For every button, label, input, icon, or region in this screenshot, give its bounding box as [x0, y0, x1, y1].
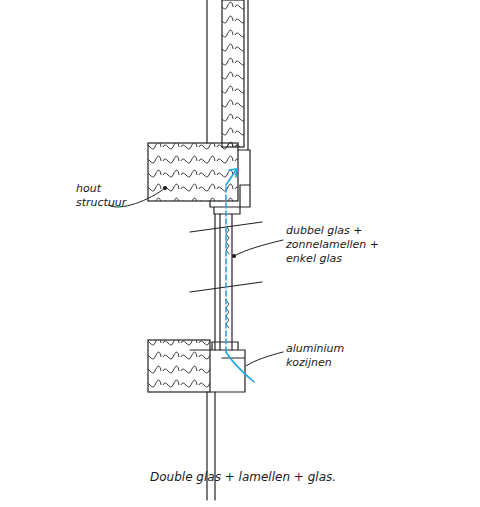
airflow-line — [225, 185, 227, 352]
wall-insulation — [222, 0, 244, 147]
aluminium-frame — [210, 150, 250, 214]
wall-line — [206, 0, 207, 143]
callout-label: hout structuur — [76, 182, 146, 210]
airflow-line — [226, 352, 254, 382]
glass-pane — [214, 214, 215, 350]
leader-dot — [233, 255, 236, 258]
callout-label: aluminium kozijnen — [286, 342, 376, 370]
glass-pane — [219, 214, 220, 350]
timber-beam — [148, 340, 210, 392]
timber-beam — [148, 143, 238, 201]
aluminium-frame — [190, 342, 245, 392]
leader-line — [246, 352, 283, 366]
airflow-arrowhead — [229, 169, 237, 177]
leader-dot — [164, 187, 167, 190]
caption: Double glas + lamellen + glas. — [150, 470, 336, 484]
airflow-line — [226, 170, 236, 185]
callout-label: dubbel glas + zonnelamellen + enkel glas — [286, 224, 396, 266]
glass-pane — [231, 214, 232, 350]
wall-line — [247, 0, 248, 150]
leader-line — [234, 240, 283, 256]
